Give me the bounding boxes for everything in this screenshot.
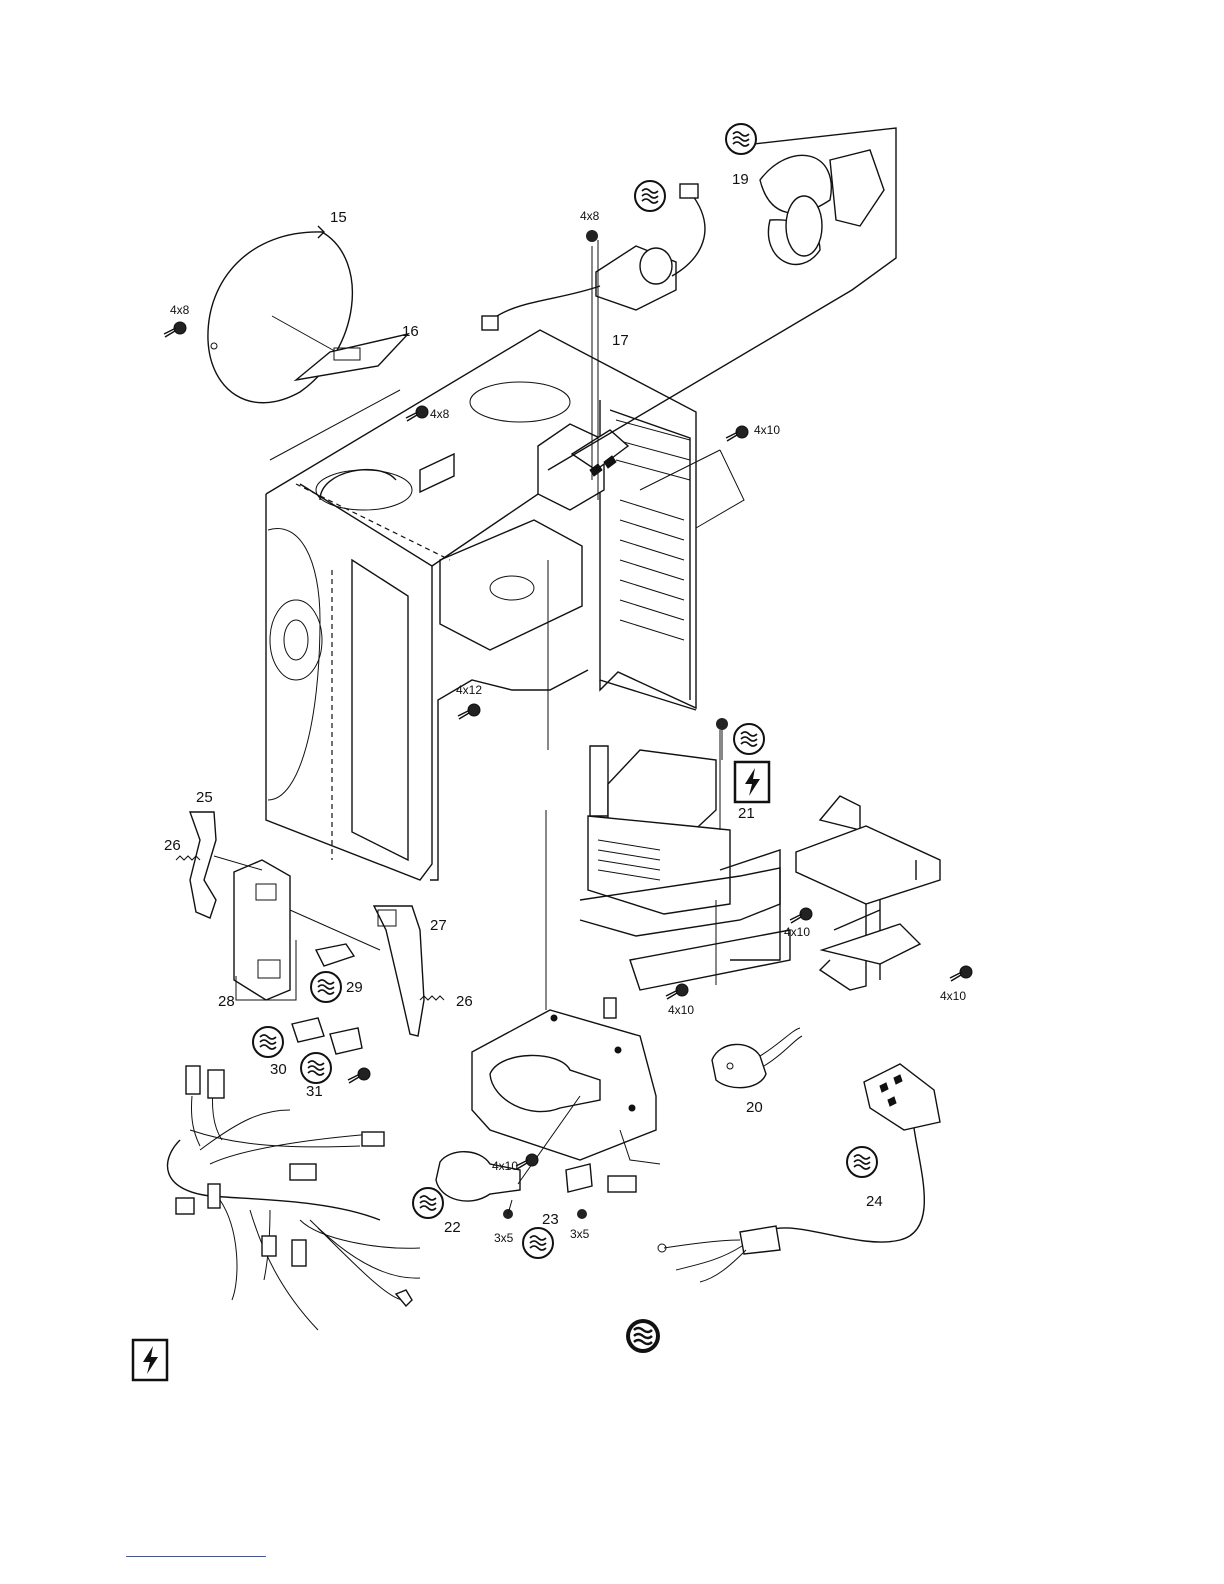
part-label-20: 20 xyxy=(746,1099,763,1116)
part-label-23: 23 xyxy=(542,1211,559,1228)
latch-25 xyxy=(190,812,216,918)
wave-circle-icon xyxy=(523,1228,553,1258)
screw-3x5-left xyxy=(503,1200,513,1219)
screw-label-4x10-right: 4x10 xyxy=(940,989,966,1003)
screw-4x8-left xyxy=(164,322,186,337)
part-label-28: 28 xyxy=(218,993,235,1010)
part-label-27: 27 xyxy=(430,917,447,934)
cover-plate-15 xyxy=(208,226,352,403)
latch-27 xyxy=(374,906,424,1036)
screw-label-4x8-top: 4x8 xyxy=(580,209,600,223)
right-bracket xyxy=(796,796,940,990)
part-label-19: 19 xyxy=(732,171,749,188)
part-label-30: 30 xyxy=(270,1061,287,1078)
screw-4x10-lamp xyxy=(516,1154,538,1169)
screw-switch-31 xyxy=(348,1068,370,1083)
wave-circle-icon xyxy=(734,724,764,754)
part-label-25: 25 xyxy=(196,789,213,806)
switch-29 xyxy=(316,944,354,966)
wiring-harness xyxy=(168,1066,420,1330)
screw-4x10-right-top xyxy=(640,426,748,528)
lamp-socket-23 xyxy=(566,1164,592,1192)
screw-4x10-right xyxy=(950,966,972,981)
screw-label-4x10-transformer: 4x10 xyxy=(784,925,810,939)
part-label-24: 24 xyxy=(866,1193,883,1210)
screw-label-4x12: 4x12 xyxy=(456,683,482,697)
screw-label-3x5-left: 3x5 xyxy=(494,1231,514,1245)
wave-circle-icon xyxy=(253,1027,283,1057)
screw-label-4x10-right-top: 4x10 xyxy=(754,423,780,437)
screw-label-4x10-lamp: 4x10 xyxy=(492,1159,518,1173)
screw-4x10-bracket xyxy=(666,984,688,999)
part-label-26-right: 26 xyxy=(456,993,473,1010)
screw-label-4x8-mid: 4x8 xyxy=(430,407,450,421)
wave-circle-icon xyxy=(301,1053,331,1083)
switch-31 xyxy=(330,1028,362,1054)
eu-plug-20 xyxy=(712,1028,802,1088)
part-label-26-left: 26 xyxy=(164,837,181,854)
part-label-16: 16 xyxy=(402,323,419,340)
screw-4x8-motor xyxy=(586,230,598,242)
screw-bolt-21 xyxy=(716,718,728,760)
switch-30 xyxy=(292,1018,324,1042)
screw-4x12-side xyxy=(458,704,480,719)
uk-plug-24 xyxy=(658,1064,940,1282)
part-label-22: 22 xyxy=(444,1219,461,1236)
part-label-21: 21 xyxy=(738,805,755,822)
wave-circle-icon xyxy=(413,1188,443,1218)
screw-label-4x8-left: 4x8 xyxy=(170,303,190,317)
part-label-15: 15 xyxy=(330,209,347,226)
screw-label-3x5-right: 3x5 xyxy=(570,1227,590,1241)
part-label-17: 17 xyxy=(612,332,629,349)
part-label-31: 31 xyxy=(306,1083,323,1100)
wave-circle-icon xyxy=(311,972,341,1002)
screw-3x5-right xyxy=(577,1209,587,1219)
lightning-box-icon-legend xyxy=(133,1340,167,1380)
lightning-box-icon xyxy=(735,762,769,802)
screw-4x10-transformer xyxy=(790,908,812,923)
wave-circle-icon xyxy=(726,124,756,154)
wave-circle-icon xyxy=(847,1147,877,1177)
wave-circle-icon xyxy=(635,181,665,211)
footer-rule xyxy=(126,1556,266,1557)
screw-label-4x10-bracket: 4x10 xyxy=(668,1003,694,1017)
part-label-29: 29 xyxy=(346,979,363,996)
wave-circle-icon-legend xyxy=(626,1319,660,1353)
